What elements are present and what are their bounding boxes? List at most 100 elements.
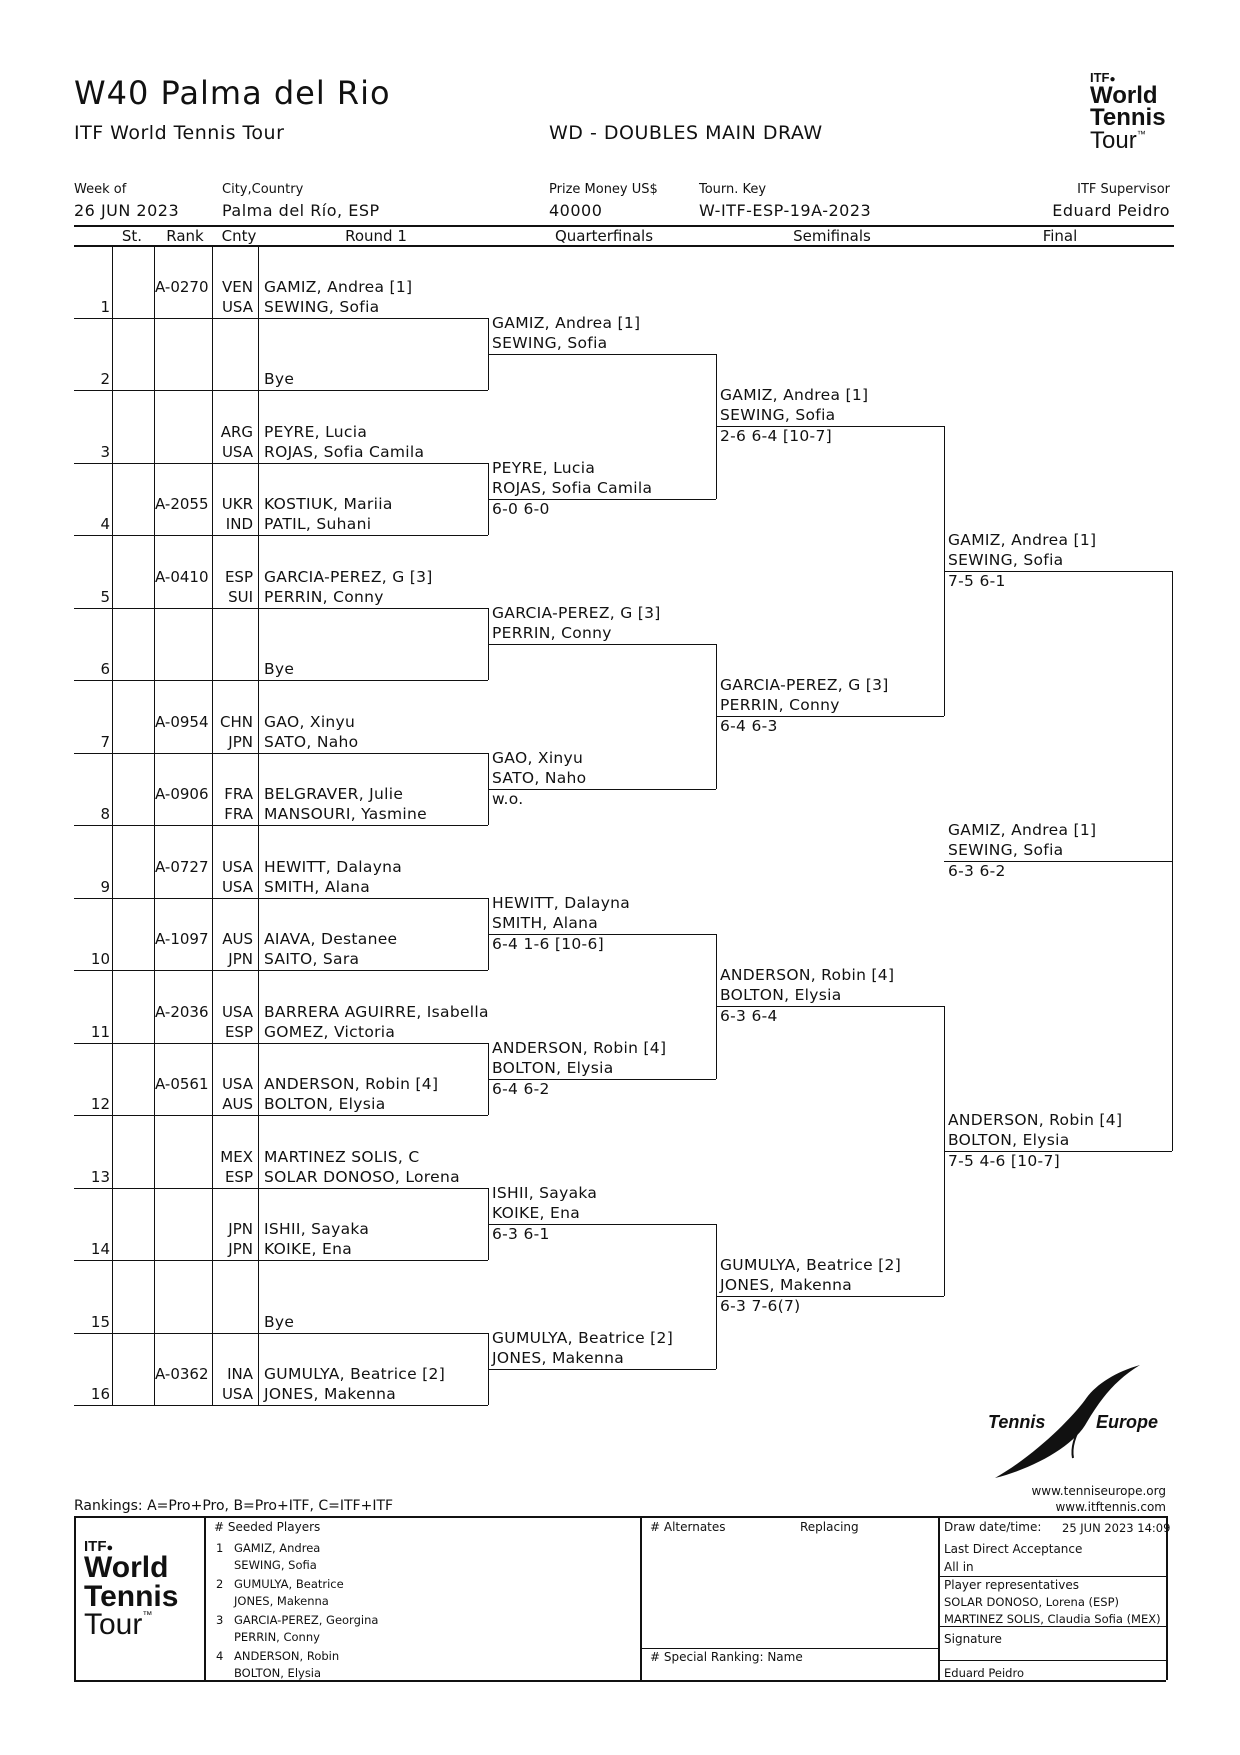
player-2: SMITH, Alana (264, 877, 371, 896)
seed-player-1: GARCIA-PEREZ, Georgina (234, 1613, 379, 1627)
sf-score: 6-3 6-4 (720, 1007, 778, 1026)
qf-player-1: GUMULYA, Beatrice [2] (492, 1328, 674, 1347)
qf-score: 6-4 1-6 [10-6] (492, 934, 604, 953)
rank-value: A-0727 (155, 857, 209, 876)
col-quarterfinals: Quarterfinals (554, 227, 654, 245)
col-st: St. (121, 227, 143, 245)
seeded-title: # Seeded Players (214, 1520, 321, 1534)
player-2: KOIKE, Ena (264, 1240, 353, 1258)
player-2: GOMEZ, Victoria (264, 1022, 396, 1041)
final-score: 7-5 6-1 (948, 572, 1006, 591)
page-title: W40 Palma del Rio (74, 74, 391, 112)
city-label: City,Country (222, 182, 304, 197)
qf-player-2: SMITH, Alana (492, 913, 599, 932)
country-1: USA (221, 1075, 253, 1093)
country-2: SUI (228, 587, 253, 606)
r1-line (74, 680, 488, 681)
sf-line (716, 716, 944, 718)
qf-line (488, 933, 716, 935)
rank-value: A-0410 (155, 567, 209, 586)
r1-line (74, 607, 488, 609)
tourn-key-label: Tourn. Key (699, 182, 767, 197)
draw-position: 12 (90, 1095, 110, 1113)
country-1: CHN (220, 712, 253, 731)
qf-line (488, 1368, 716, 1370)
seed-player-1: ANDERSON, Robin (234, 1649, 340, 1663)
qf-player-2: KOIKE, Ena (492, 1203, 581, 1222)
supervisor-value: Eduard Peidro (1052, 201, 1170, 220)
country-2: ESP (224, 1167, 253, 1186)
country-2: USA (221, 877, 253, 896)
player-2: SEWING, Sofia (264, 297, 380, 316)
player-1: HEWITT, Dalayna (264, 857, 403, 876)
logo-line2: Tennis (1090, 104, 1166, 132)
rank-value: A-1097 (155, 930, 209, 948)
logo-itf-text: ITF (1090, 70, 1110, 85)
rankings-note: Rankings: A=Pro+Pro, B=Pro+ITF, C=ITF+IT… (74, 1498, 394, 1514)
draw-position: 2 (100, 370, 110, 388)
country-2: JPN (228, 950, 253, 968)
country-1: MEX (220, 1147, 253, 1166)
player-2: SOLAR DONOSO, Lorena (264, 1167, 460, 1186)
qf-player-1: ANDERSON, Robin [4] (492, 1038, 667, 1057)
qf-line (488, 498, 716, 500)
r1-line (74, 1332, 488, 1334)
seed-number: 1 (216, 1541, 224, 1555)
r1-line (74, 535, 488, 536)
week-value: 26 JUN 2023 (74, 201, 180, 220)
qf-player-2: BOLTON, Elysia (492, 1058, 614, 1077)
sf-player-1: GUMULYA, Beatrice [2] (720, 1256, 902, 1275)
qf-player-2: JONES, Makenna (492, 1348, 625, 1367)
r1-line (74, 970, 488, 971)
prize-label: Prize Money US$ (549, 182, 658, 197)
qf-player-2: ROJAS, Sofia Camila (492, 478, 653, 497)
seed-number: 3 (216, 1613, 224, 1627)
country-1: AUS (222, 930, 253, 948)
country-1: UKR (221, 495, 253, 513)
draw-position: 10 (90, 950, 110, 968)
player-1: PEYRE, Lucia (264, 422, 368, 441)
r1-line (74, 462, 488, 464)
seed-player-2: JONES, Makenna (234, 1594, 329, 1608)
tennis-europe-right: Europe (1096, 1412, 1159, 1432)
rep-1: SOLAR DONOSO, Lorena (ESP) (944, 1595, 1120, 1609)
footer-logo-line1: World (84, 1551, 169, 1585)
player-2: SATO, Naho (264, 732, 359, 751)
draw-position: 5 (100, 587, 110, 606)
champion-player-2: SEWING, Sofia (948, 841, 1064, 860)
draw-position: 13 (90, 1167, 110, 1186)
qf-line (488, 643, 716, 645)
draw-date-value: 25 JUN 2023 14:09 (1062, 1521, 1171, 1535)
final-player-1: GAMIZ, Andrea [1] (948, 531, 1097, 550)
final-line (944, 571, 1172, 573)
signature-value: Eduard Peidro (944, 1666, 1024, 1680)
footer-logo-line2: Tennis (84, 1579, 179, 1613)
tourn-key-value: W-ITF-ESP-19A-2023 (699, 201, 872, 220)
champion-player-1: GAMIZ, Andrea [1] (948, 821, 1097, 840)
qf-score: 6-0 6-0 (492, 499, 550, 518)
tenniseurope-url[interactable]: www.tenniseurope.org (1031, 1484, 1166, 1498)
special-ranking-rule (640, 1648, 938, 1649)
prize-value: 40000 (549, 201, 603, 220)
player-2: Bye (264, 660, 295, 678)
col-final: Final (1042, 227, 1078, 245)
qf-player-1: GAO, Xinyu (492, 748, 584, 767)
sf-line (716, 426, 944, 428)
country-1: JPN (228, 1220, 253, 1238)
rep-2: MARTINEZ SOLIS, Claudia Sofia (MEX) (944, 1612, 1161, 1626)
footer-div2 (640, 1516, 642, 1680)
footer-itf-logo: ITF● World Tennis Tour™ (84, 1538, 179, 1642)
draw-position: 15 (90, 1312, 110, 1331)
rank-value: A-0561 (155, 1075, 209, 1093)
sf-line (716, 1296, 944, 1298)
player-1: GAMIZ, Andrea [1] (264, 277, 413, 296)
tennis-europe-left: Tennis (988, 1412, 1046, 1432)
r1-line (74, 1187, 488, 1189)
country-1: USA (221, 857, 253, 876)
sf-player-1: ANDERSON, Robin [4] (720, 966, 895, 985)
final-player-1: ANDERSON, Robin [4] (948, 1111, 1123, 1130)
itftennis-url[interactable]: www.itftennis.com (1055, 1500, 1166, 1514)
country-2: USA (221, 297, 253, 316)
header-rule-bottom (74, 245, 1174, 247)
r1-line (74, 752, 488, 754)
